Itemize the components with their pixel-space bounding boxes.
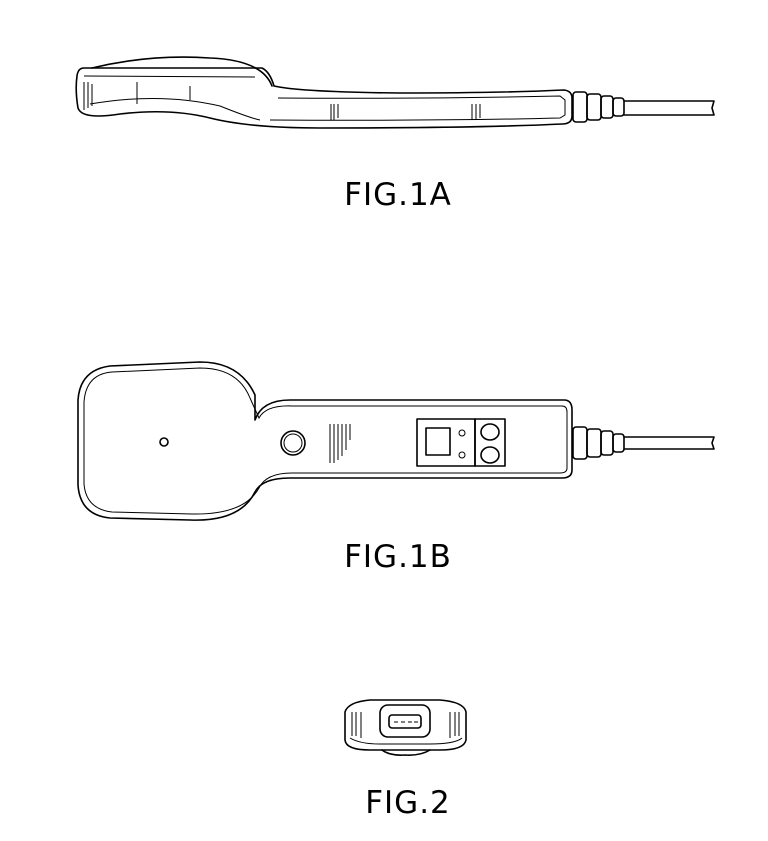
end-inner-line (349, 737, 463, 745)
cable (623, 100, 715, 116)
shading-lines (329, 424, 351, 463)
cable-strain-relief (572, 426, 625, 460)
display-panel (416, 418, 476, 467)
shading-lines (83, 82, 481, 120)
end-base (381, 749, 431, 756)
shading-lines (351, 712, 460, 738)
upper-button (480, 423, 500, 441)
device-body-outline (75, 67, 573, 129)
figure-label-1a: FIG.1A (344, 177, 452, 213)
cable-strain-relief (572, 91, 625, 123)
fig-1b-top-view-drawing (77, 361, 715, 521)
end-body-outline (344, 699, 467, 751)
figure-label-1b: FIG.1B (344, 539, 452, 575)
button-panel (474, 418, 506, 467)
display-screen (425, 427, 451, 456)
device-top-dome (91, 56, 273, 87)
lower-button (480, 446, 500, 464)
usb-port-icon (388, 714, 422, 729)
indicator-dot (159, 437, 169, 447)
fig-2-end-view-drawing (344, 699, 467, 756)
body-inner-line (83, 75, 566, 121)
device-outline (77, 361, 573, 521)
usb-port-housing (379, 704, 431, 738)
cable (623, 436, 715, 450)
fig-1a-side-view-drawing (75, 56, 715, 129)
device-inner-outline (83, 367, 568, 515)
round-button (280, 430, 306, 456)
figure-label-2: FIG.2 (365, 785, 451, 821)
